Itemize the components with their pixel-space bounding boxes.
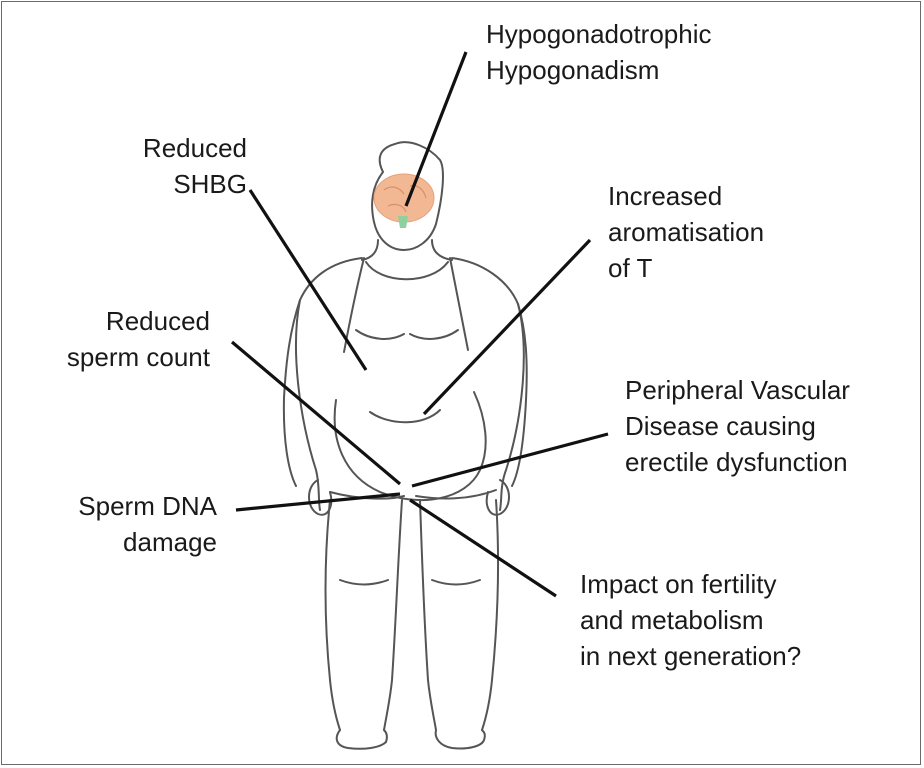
label-line: Impact on fertility — [580, 569, 777, 599]
leader-fertility — [409, 498, 557, 598]
label-line: Reduced — [142, 133, 247, 163]
label-sperm-count: Reduced sperm count — [67, 303, 210, 375]
body-outline — [282, 141, 528, 750]
label-line: SHBG — [173, 169, 247, 199]
label-sperm-dna: Sperm DNA damage — [78, 488, 217, 560]
leader-sperm-count — [230, 340, 402, 486]
label-vascular-disease: Peripheral Vascular Disease causing erec… — [625, 372, 850, 480]
label-line: Hypogonadism — [486, 55, 660, 85]
label-line: Hypogonadotrophic — [486, 19, 712, 49]
leader-hypogonadism — [404, 51, 468, 207]
leader-aromatisation — [422, 238, 592, 416]
label-aromatisation: Increased aromatisation of T — [608, 178, 764, 286]
label-line: Sperm DNA — [78, 491, 217, 521]
label-hypogonadism: Hypogonadotrophic Hypogonadism — [486, 16, 712, 88]
label-line: Increased — [608, 181, 723, 211]
label-line: Disease causing — [625, 411, 816, 441]
label-line: sperm count — [66, 342, 210, 372]
label-line: Peripheral Vascular — [625, 375, 850, 405]
label-line: aromatisation — [608, 217, 765, 247]
label-shbg: Reduced SHBG — [143, 130, 247, 202]
label-line: and metabolism — [580, 605, 764, 635]
label-fertility-impact: Impact on fertility and metabolism in ne… — [580, 566, 801, 674]
leader-shbg — [248, 189, 368, 371]
label-line: in next generation? — [580, 641, 802, 671]
leader-lines — [230, 51, 609, 598]
leader-vascular — [411, 432, 609, 488]
brain-icon — [373, 173, 435, 228]
label-line: Reduced — [105, 306, 210, 336]
label-line: damage — [123, 527, 217, 557]
label-line: erectile dysfunction — [625, 447, 848, 477]
label-line: of T — [608, 253, 653, 283]
leader-dna — [235, 492, 401, 512]
